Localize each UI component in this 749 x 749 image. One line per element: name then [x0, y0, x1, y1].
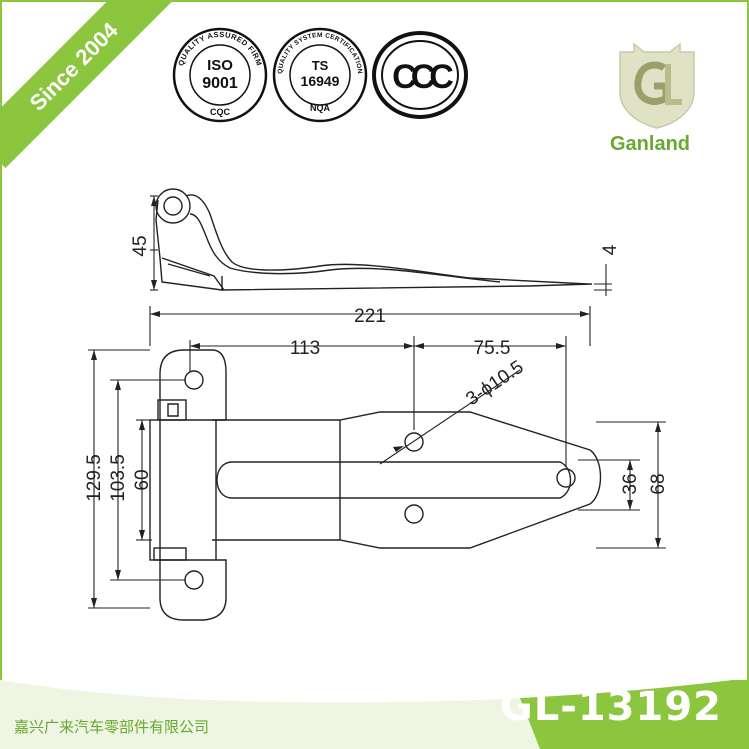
- ts-seal-icon: QUALITY SYSTEM CERTIFICATION TS 16949 NQ…: [272, 27, 368, 123]
- hinge-drawing: 45 4 221 113 75.5 3-ϕ10.5 129.5 103.5 60…: [84, 188, 669, 621]
- footer-band: [0, 680, 749, 749]
- dim-221: 221: [354, 306, 386, 327]
- hinge-front-view: [149, 349, 602, 621]
- brand-name: Ganland: [610, 133, 691, 155]
- dim-113: 113: [290, 338, 320, 359]
- dim-129-5: 129.5: [84, 454, 105, 502]
- ganland-logo-icon: [619, 42, 695, 129]
- iso-seal-icon: QUALITY ASSURED FIRM ISO 9001 CQC: [172, 27, 268, 123]
- ts-bottom: NQA: [310, 103, 331, 113]
- dim-75-5: 75.5: [474, 338, 511, 359]
- dimension-lines: [88, 195, 666, 609]
- dim-68: 68: [648, 473, 669, 494]
- dim-4: 4: [600, 244, 621, 255]
- ts-line2: 16949: [301, 73, 340, 89]
- dim-36: 36: [620, 473, 641, 494]
- company-name: 嘉兴广来汽车零部件有限公司: [14, 719, 210, 736]
- hinge-side-view: [155, 188, 593, 291]
- cert-logos: QUALITY ASSURED FIRM ISO 9001 CQC QUALIT…: [172, 27, 468, 123]
- iso-bottom: CQC: [210, 107, 231, 117]
- dim-103-5: 103.5: [108, 454, 129, 502]
- dim-60: 60: [132, 469, 153, 490]
- iso-line1: ISO: [207, 57, 233, 74]
- dim-45: 45: [130, 235, 151, 256]
- iso-line2: 9001: [202, 75, 238, 92]
- model-number: GL-13192: [499, 684, 722, 730]
- ts-line1: TS: [312, 58, 329, 73]
- dimension-arrows: [91, 196, 661, 608]
- ccc-mark-icon: CCC: [372, 31, 468, 119]
- dim-3-holes: 3-ϕ10.5: [462, 357, 527, 410]
